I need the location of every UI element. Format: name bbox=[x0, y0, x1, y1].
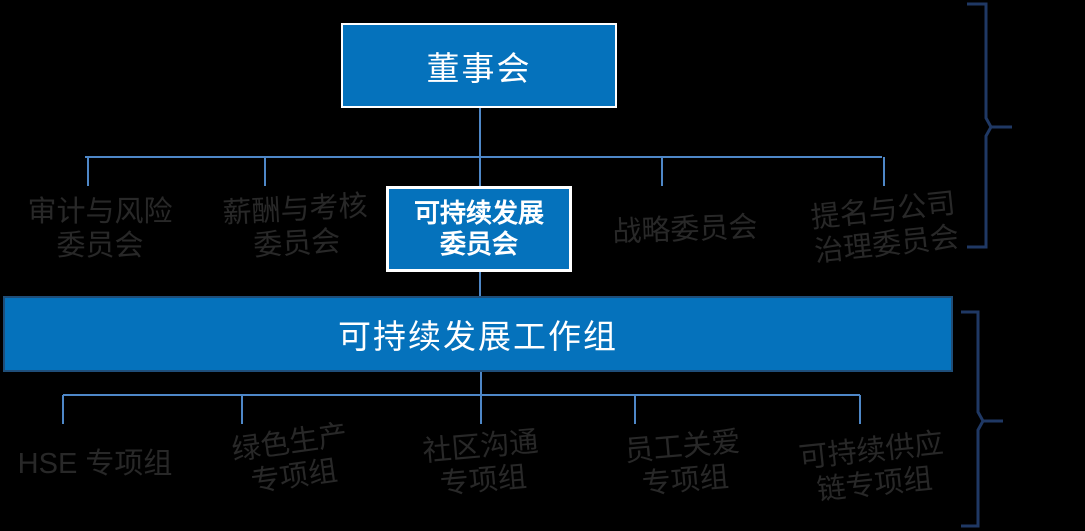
committee-label-remuneration-appraisal: 薪酬与考核 委员会 bbox=[204, 189, 387, 266]
workgroup-label: 可持续发展工作组 bbox=[338, 318, 618, 355]
label-line: 委员会 bbox=[56, 229, 144, 262]
label-line: 战略委员会 bbox=[611, 211, 758, 249]
committee-label-audit-risk: 审计与风险 委员会 bbox=[10, 196, 190, 263]
board-box: 董事会 bbox=[341, 23, 617, 108]
connector-lines bbox=[62, 108, 885, 424]
board-label: 董事会 bbox=[426, 49, 532, 87]
sustainability-committee-box: 可持续发展 委员会 bbox=[386, 186, 572, 272]
box-label-line: 可持续发展 bbox=[413, 197, 544, 228]
label-line: 审计与风险 bbox=[27, 196, 173, 228]
box-label-line: 委员会 bbox=[439, 229, 518, 259]
braces bbox=[961, 2, 1012, 528]
label-line: HSE 专项组 bbox=[17, 448, 173, 480]
committee-label-strategy: 战略委员会 bbox=[584, 211, 785, 252]
brace-bottom-group bbox=[961, 310, 985, 528]
taskforce-label-hse: HSE 专项组 bbox=[5, 448, 185, 482]
workgroup-bar: 可持续发展工作组 bbox=[3, 296, 953, 372]
